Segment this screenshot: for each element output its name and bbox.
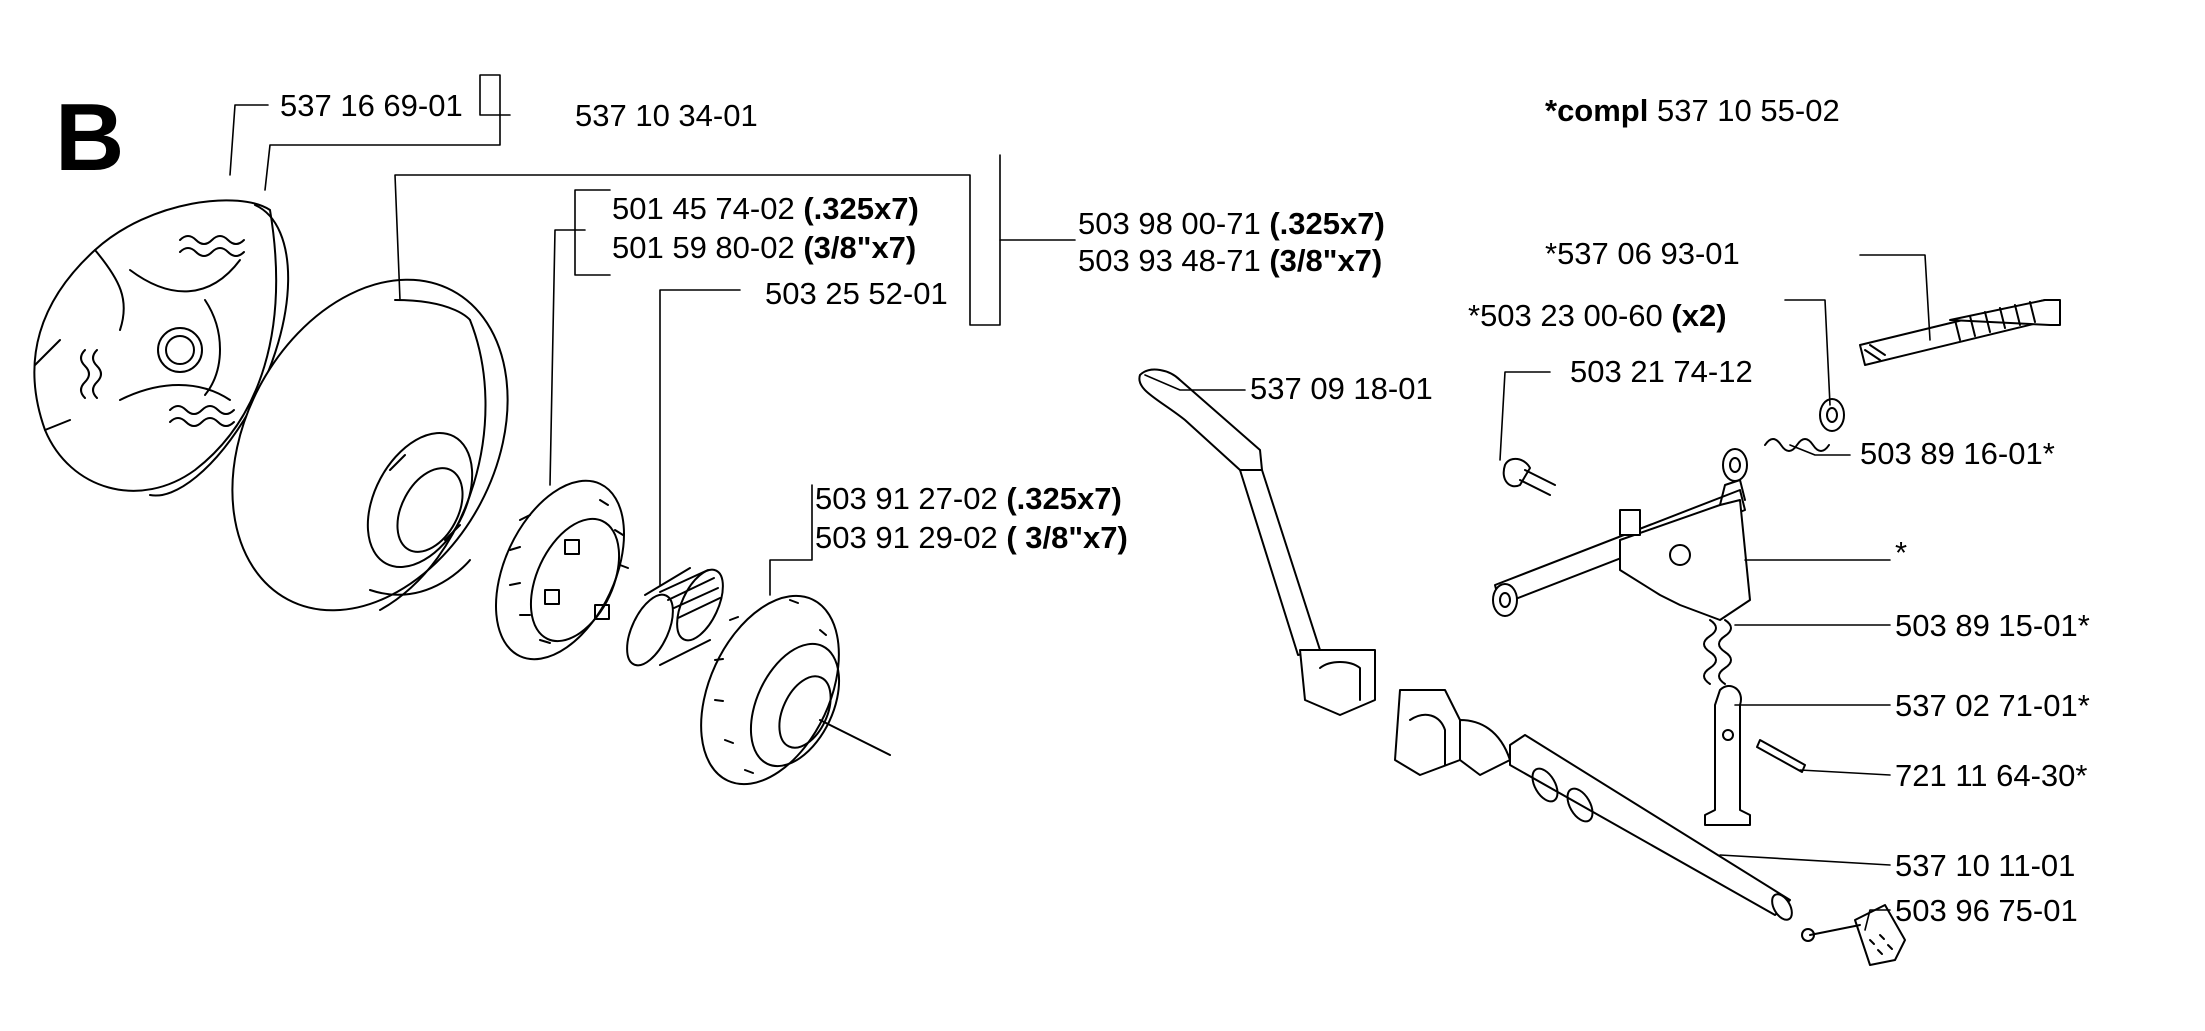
pump-plunger [1703,619,1806,826]
compl-label: *compl 537 10 55-02 [1545,95,1840,126]
part-label-537-09-18-01: 537 09 18-01 [1250,371,1433,406]
oil-pump-shaft [1394,689,1793,921]
part-label-503-91-27-02: 503 91 27-02 (.325x7) [815,483,1122,514]
part-label-501-45-74-02: 501 45 74-02 (.325x7) [612,193,919,224]
part-label-537-02-71-01: 537 02 71-01* [1895,688,2090,723]
part-label-assembly-star: * [1895,535,1908,570]
pump-bracket [1492,479,1751,621]
part-label-721-11-64-30: 721 11 64-30* [1895,758,2088,793]
part-spec: (.325x7) [803,191,919,226]
part-number: 503 91 29-02 [815,520,1007,555]
part-label-503-89-16-01: 503 89 16-01* [1860,436,2055,471]
part-label-503-23-00-60: *503 23 00-60 (x2) [1468,300,1727,331]
spur-rim [494,479,629,661]
part-number: *503 23 00-60 [1468,298,1672,333]
part-label-503-98-00-71: 503 98 00-71 (.325x7) [1078,208,1385,239]
part-label-503-21-74-12: 503 21 74-12 [1570,354,1753,389]
part-label-537-16-69-01: 537 16 69-01 [280,88,463,123]
part-label-503-91-29-02: 503 91 29-02 ( 3/8"x7) [815,522,1128,553]
oil-filter [1801,904,1906,966]
part-spec: (3/8"x7) [1269,243,1383,278]
part-spec: (3/8"x7) [803,230,917,265]
part-spec: (x2) [1671,298,1727,333]
compl-prefix: *compl [1545,93,1649,128]
leader-lines [229,74,1931,931]
part-spec: ( 3/8"x7) [1006,520,1128,555]
part-label-503-93-48-71: 503 93 48-71 (3/8"x7) [1078,245,1382,276]
part-number: 501 59 80-02 [612,230,804,265]
part-spec: (.325x7) [1006,481,1122,516]
clutch-assembly [33,199,290,497]
compl-number: 537 10 55-02 [1648,93,1840,128]
oil-pump-arm [1138,368,1376,716]
part-spec: (.325x7) [1269,206,1385,241]
washer-spring-screw [1502,398,1845,496]
part-label-503-25-52-01: 503 25 52-01 [765,276,948,311]
needle-bearing [626,567,724,667]
part-number: 501 45 74-02 [612,191,804,226]
rim-sprocket [700,594,891,786]
part-label-503-89-15-01: 503 89 15-01* [1895,608,2090,643]
part-label-503-96-75-01: 503 96 75-01 [1895,893,2078,928]
part-label-537-10-34-01: 537 10 34-01 [575,98,758,133]
part-number: 503 98 00-71 [1078,206,1270,241]
part-number: 503 93 48-71 [1078,243,1270,278]
part-label-537-06-93-01: *537 06 93-01 [1545,236,1740,271]
part-label-501-59-80-02: 501 59 80-02 (3/8"x7) [612,232,916,263]
part-number: 503 91 27-02 [815,481,1007,516]
part-label-537-10-11-01: 537 10 11-01 [1895,848,2076,883]
section-letter: B [55,84,125,191]
adjuster-screw [1859,299,2061,366]
clutch-drum [231,278,509,612]
